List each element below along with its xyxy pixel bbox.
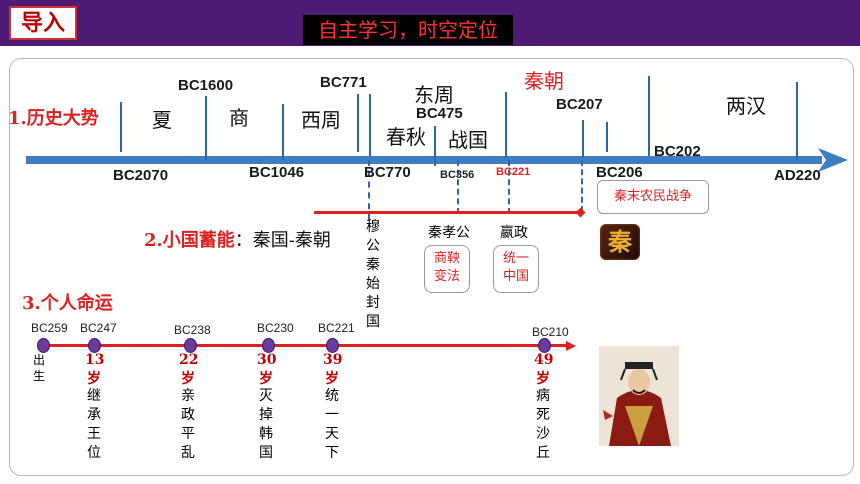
year-bc2070: BC2070 <box>113 167 169 184</box>
event-dot <box>37 338 50 353</box>
tick-bc1600 <box>205 96 207 160</box>
tick-bc475 <box>434 126 436 166</box>
event-age: 39岁 <box>323 352 343 387</box>
life-timeline-arrow-icon <box>566 341 576 351</box>
event-dot <box>262 338 275 353</box>
xiaogong-text: 秦孝公 <box>428 225 470 241</box>
event-year: BC221 <box>318 321 355 335</box>
dash-bc356 <box>457 160 459 214</box>
event-year: BC230 <box>257 321 294 335</box>
dynasty-shang: 商 <box>229 106 249 130</box>
life-timeline-line <box>42 344 570 347</box>
event-desc: 统一天下 <box>325 388 339 461</box>
tick-bc771 <box>357 94 359 152</box>
dynasty-xizhou: 西周 <box>301 108 341 132</box>
dynasty-chunqiu: 春秋 <box>386 125 426 149</box>
event-year: BC259 <box>31 321 68 335</box>
event-desc: 继承王位 <box>87 388 101 461</box>
year-bc771: BC771 <box>320 74 367 91</box>
event-desc: 病死沙丘 <box>536 388 550 461</box>
event-year: BC238 <box>174 323 211 337</box>
year-bc202: BC202 <box>654 143 701 160</box>
banner-title: 自主学习，时空定位 <box>303 15 513 45</box>
event-desc: 出生 <box>32 353 45 383</box>
emperor-portrait <box>599 346 679 446</box>
war-box: 秦末农民战争 <box>597 180 709 214</box>
year-bc206: BC206 <box>596 164 643 181</box>
tick-qin-start <box>505 92 507 158</box>
year-bc1600: BC1600 <box>178 77 234 94</box>
tick-bc202 <box>648 76 650 156</box>
event-dot <box>88 338 101 353</box>
year-bc1046: BC1046 <box>249 164 305 181</box>
tick-bc206 <box>606 122 608 152</box>
event-age: 49岁 <box>534 352 554 387</box>
dash-bc207 <box>581 160 583 212</box>
year-ad220: AD220 <box>774 167 821 184</box>
tick-ad220 <box>796 82 798 160</box>
event-age: 22岁 <box>179 352 199 387</box>
dash-bc770 <box>368 160 370 220</box>
dynasty-qin: 秦朝 <box>524 69 564 93</box>
section2-title: 2.小国蓄能 <box>144 230 235 251</box>
main-timeline-arrow <box>26 148 848 172</box>
event-dot <box>184 338 197 353</box>
section1-label: 1.历史大势 <box>8 108 99 129</box>
mugong-text: 穆公 <box>366 219 380 254</box>
yingzheng-text: 嬴政 <box>500 225 528 241</box>
year-bc475: BC475 <box>416 105 463 122</box>
dynasty-zhanguo: 战国 <box>448 128 488 152</box>
unify-box: 统一中国 <box>493 245 539 293</box>
year-bc770: BC770 <box>364 164 411 181</box>
event-dot <box>538 338 551 353</box>
year-bc221: BC221 <box>496 166 531 178</box>
tick-bc2070 <box>120 102 122 152</box>
dynasty-xia: 夏 <box>152 108 172 132</box>
event-dot <box>326 338 339 353</box>
tick-bc770 <box>369 94 371 156</box>
section2-suffix: ：秦国-秦朝 <box>234 230 331 251</box>
section2-label: 2.小国蓄能：秦国-秦朝 <box>144 226 331 252</box>
reform-box: 商鞅变法 <box>424 245 470 293</box>
event-year: BC247 <box>80 321 117 335</box>
dynasty-lianghan: 两汉 <box>726 94 766 118</box>
dash-bc221 <box>508 160 510 214</box>
intro-label: 导入 <box>9 6 77 40</box>
shifeng-text: 秦始封国 <box>366 257 380 330</box>
year-bc356: BC356 <box>440 169 475 181</box>
year-bc207: BC207 <box>556 96 603 113</box>
event-age: 30岁 <box>257 352 277 387</box>
dynasty-dongzhou: 东周 <box>414 83 454 107</box>
section3-label: 3.个人命运 <box>22 293 113 314</box>
tick-bc1046 <box>282 104 284 160</box>
qin-state-line <box>314 211 580 214</box>
event-year: BC210 <box>532 325 569 339</box>
tick-bc207 <box>582 120 584 158</box>
event-desc: 灭掉韩国 <box>259 388 273 461</box>
content-panel <box>9 58 854 476</box>
event-age: 13岁 <box>85 352 105 387</box>
event-desc: 亲政平乱 <box>181 388 195 461</box>
qin-logo-icon: 秦 <box>600 224 640 260</box>
